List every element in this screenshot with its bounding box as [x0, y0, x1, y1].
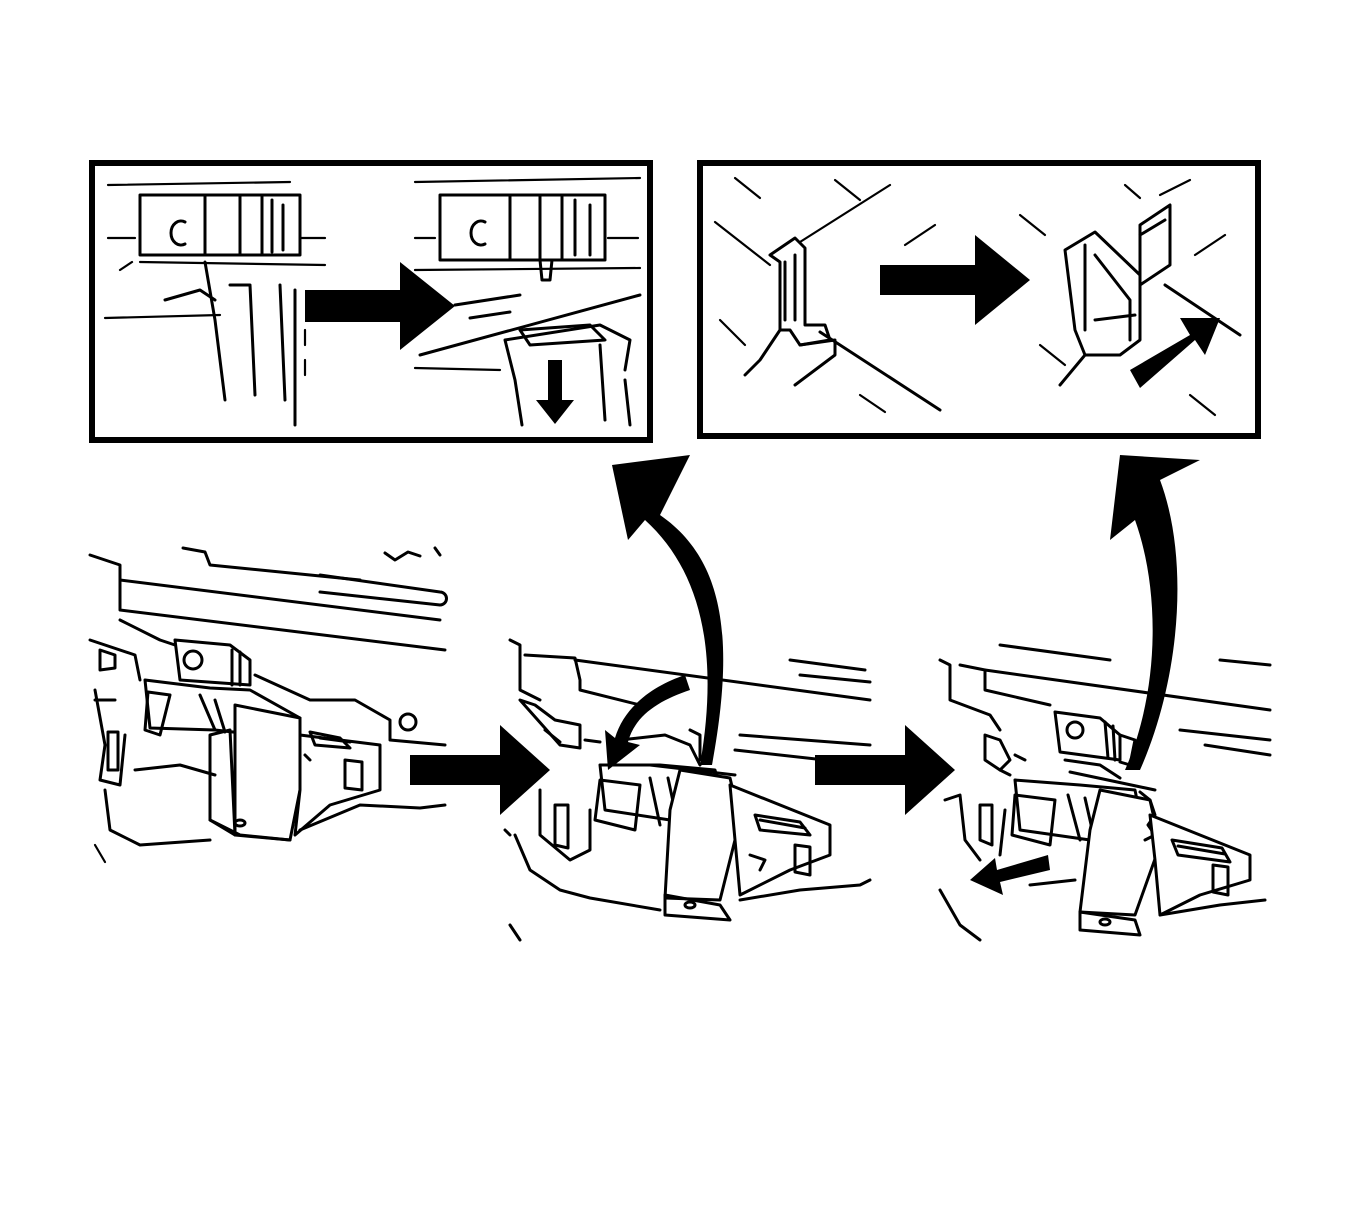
step-3-drawing: [938, 643, 1272, 942]
callout-arrow-to-left-detail-icon: [612, 455, 724, 765]
detail-left-after-drawing: [413, 176, 642, 427]
detail-right-diagonal-arrow-icon: [1130, 318, 1220, 388]
step-1-drawing: [88, 546, 448, 864]
detail-right-right-arrow-icon: [880, 235, 1030, 325]
step-2-curved-arrow-icon: [605, 675, 690, 770]
detail-left-before-drawing: [103, 180, 327, 427]
detail-right-before-drawing: [713, 176, 942, 414]
detail-right-panel: [697, 160, 1261, 439]
step-3-left-arrow-icon: [970, 855, 1050, 895]
callout-arrow-to-right-detail-icon: [1110, 455, 1200, 770]
detail-left-right-arrow-icon: [305, 262, 455, 350]
detail-left-panel: [89, 160, 653, 443]
step-2-drawing: [503, 638, 872, 942]
step-arrow-1-to-2-icon: [410, 725, 550, 815]
detail-left-down-arrow-icon: [536, 360, 574, 424]
detail-right-after-drawing: [1018, 178, 1242, 417]
step-arrow-2-to-3-icon: [815, 725, 955, 815]
